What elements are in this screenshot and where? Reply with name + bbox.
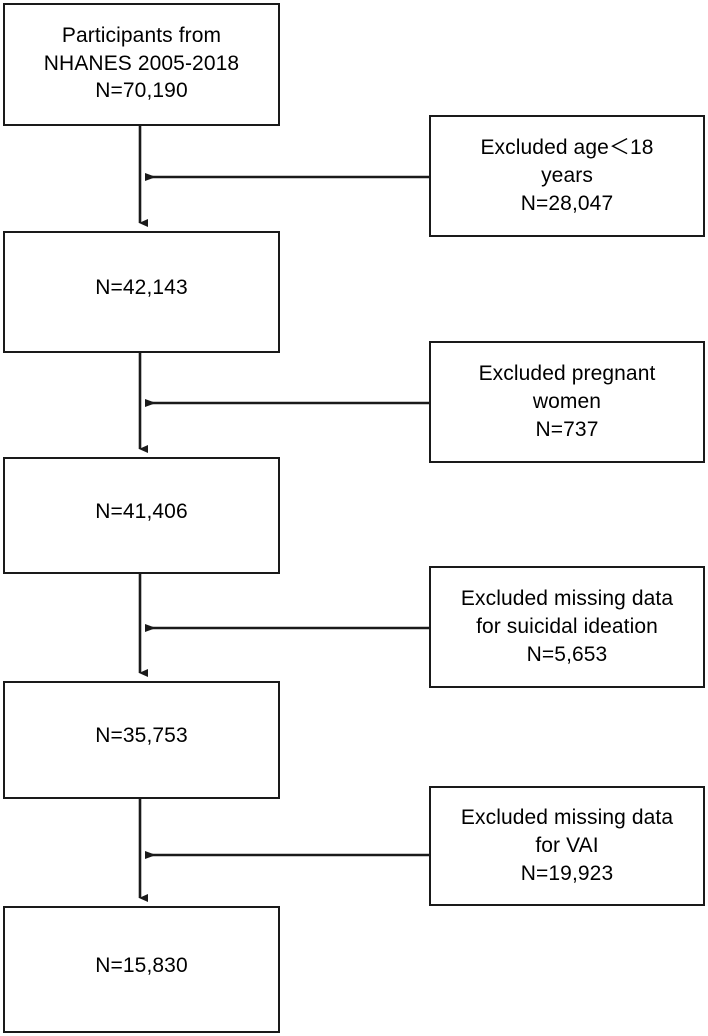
exclusion-box-suicidal-ideation: Excluded missing data for suicidal ideat… <box>429 566 705 688</box>
exclusion-box-suicidal-ideation-text: Excluded missing data for suicidal ideat… <box>460 587 674 666</box>
exclusion-box-pregnant-text: Excluded pregnant women N=737 <box>478 362 656 441</box>
exclusion-box-age: Excluded age＜18 years N=28,047 <box>429 115 705 237</box>
exclusion-box-vai: Excluded missing data for VAI N=19,923 <box>429 786 705 906</box>
cohort-box-baseline-text: Participants from NHANES 2005-2018 N=70,… <box>43 23 240 103</box>
exclusion-box-age-text: Excluded age＜18 years N=28,047 <box>480 136 654 215</box>
exclusion-box-vai-text: Excluded missing data for VAI N=19,923 <box>460 806 674 885</box>
cohort-box-after-pregnant: N=41,406 <box>3 457 280 574</box>
cohort-box-after-pregnant-text: N=41,406 <box>95 499 188 523</box>
exclusion-box-pregnant: Excluded pregnant women N=737 <box>429 341 705 463</box>
cohort-box-after-age: N=42,143 <box>3 231 280 353</box>
cohort-box-after-age-text: N=42,143 <box>95 276 188 300</box>
cohort-box-after-suicidal-ideation: N=35,753 <box>3 681 280 799</box>
cohort-box-final-sample: N=15,830 <box>3 906 280 1033</box>
cohort-box-after-suicidal-ideation-text: N=35,753 <box>95 724 188 748</box>
cohort-box-final-sample-text: N=15,830 <box>95 953 188 977</box>
cohort-box-baseline: Participants from NHANES 2005-2018 N=70,… <box>3 3 280 126</box>
